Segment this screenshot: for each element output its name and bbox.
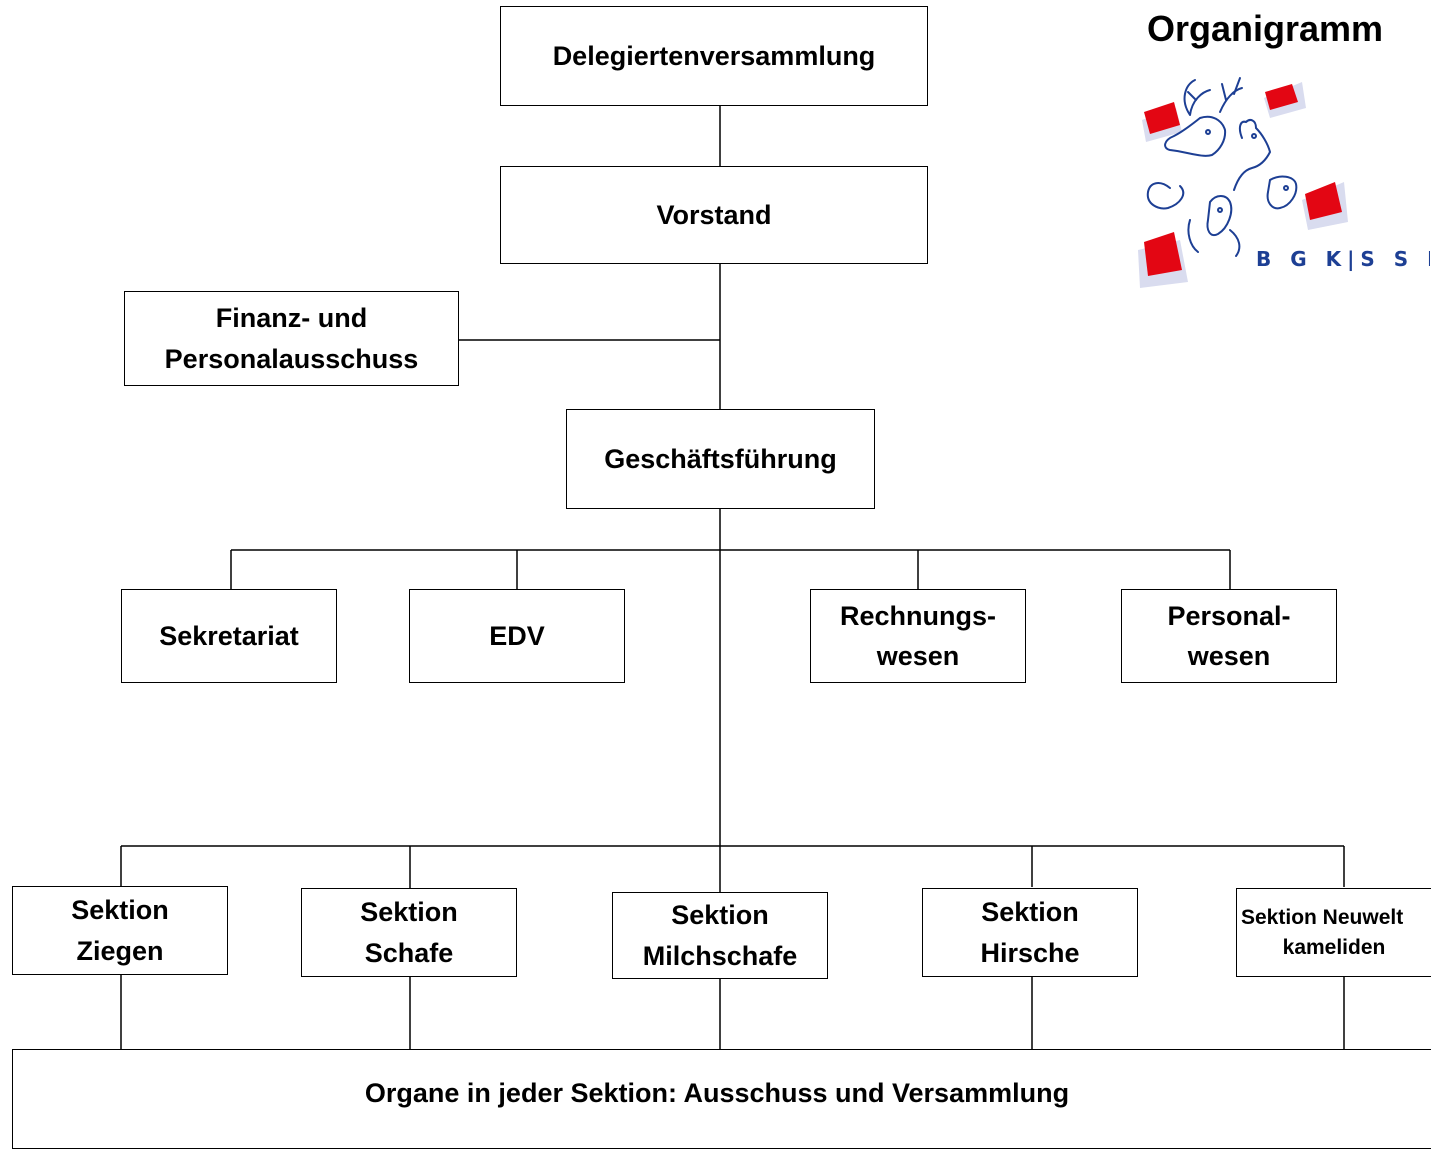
personalwesen-label-line1: Personal- [1167, 600, 1291, 631]
sektion-schafe-label-line2: Schafe [364, 937, 454, 968]
edv-label: EDV [489, 620, 545, 651]
rechnungswesen-label-line2: wesen [876, 641, 960, 671]
sektion-neuwelt-label-line1: Sektion Neuwelt [1241, 906, 1404, 930]
sektion-milchschafe-box: Sektion Milchschafe [612, 892, 828, 979]
finanz-label-line1: Finanz- und [215, 303, 368, 333]
sektion-hirsche-box: Sektion Hirsche [922, 888, 1138, 977]
sektion-schafe-label-line1: Sektion [360, 897, 458, 927]
sektion-ziegen-label-line2: Ziegen [76, 935, 164, 966]
sektion-schafe-box: Sektion Schafe [301, 888, 517, 977]
vorstand-label: Vorstand [656, 199, 772, 230]
sektion-ziegen-label-line1: Sektion [71, 895, 169, 925]
finanz-label-line2: Personalausschuss [164, 343, 419, 374]
sektion-milchschafe-label-line2: Milchschafe [642, 940, 798, 971]
sektion-neuweltkameliden-box: Sektion Neuwelt kameliden [1236, 888, 1431, 977]
sekretariat-box: Sekretariat [121, 589, 337, 683]
sektion-milchschafe-label-line1: Sektion [671, 900, 769, 930]
edv-box: EDV [409, 589, 625, 683]
rechnungswesen-box: Rechnungs- wesen [810, 589, 1026, 683]
finanz-personalausschuss-box: Finanz- und Personalausschuss [124, 291, 459, 386]
sekretariat-label: Sekretariat [159, 620, 299, 651]
sektion-neuwelt-label-line2: kameliden [1282, 935, 1386, 959]
vorstand-box: Vorstand [500, 166, 928, 264]
page-title: Organigramm [1146, 8, 1384, 49]
sektion-hirsche-label-line1: Sektion [981, 897, 1079, 927]
delegiertenversammlung-label: Delegiertenversammlung [552, 40, 876, 71]
personalwesen-box: Personal- wesen [1121, 589, 1337, 683]
organe-box: Organe in jeder Sektion: Ausschuss und V… [12, 1049, 1431, 1149]
organe-label: Organe in jeder Sektion: Ausschuss und V… [364, 1077, 1070, 1108]
rechnungswesen-label-line1: Rechnungs- [839, 600, 996, 631]
sektion-hirsche-label-line2: Hirsche [980, 937, 1080, 968]
association-logo: B G K|S S P [1130, 70, 1431, 300]
logo-text: B G K|S S P [1256, 247, 1430, 271]
delegiertenversammlung-box: Delegiertenversammlung [500, 6, 928, 106]
personalwesen-label-line2: wesen [1187, 641, 1271, 671]
sektion-ziegen-box: Sektion Ziegen [12, 886, 228, 975]
geschaeftsfuehrung-label: Geschäftsführung [604, 443, 837, 474]
geschaeftsfuehrung-box: Geschäftsführung [566, 409, 875, 509]
